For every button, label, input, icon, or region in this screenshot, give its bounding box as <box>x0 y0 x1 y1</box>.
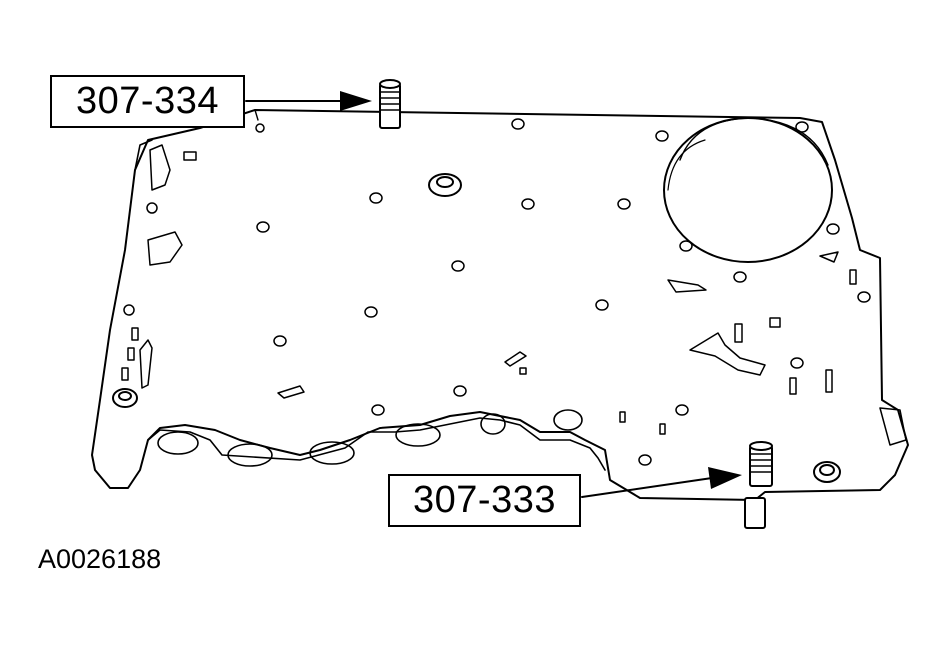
alignment-pin-icon <box>379 79 773 529</box>
tool-callout-307-333: 307-333 <box>388 474 581 527</box>
figure-id-label: A0026188 <box>38 544 162 574</box>
arrow-icon <box>245 91 742 498</box>
tool-callout-307-334: 307-334 <box>50 75 245 128</box>
separator-plate-icon <box>91 109 909 501</box>
